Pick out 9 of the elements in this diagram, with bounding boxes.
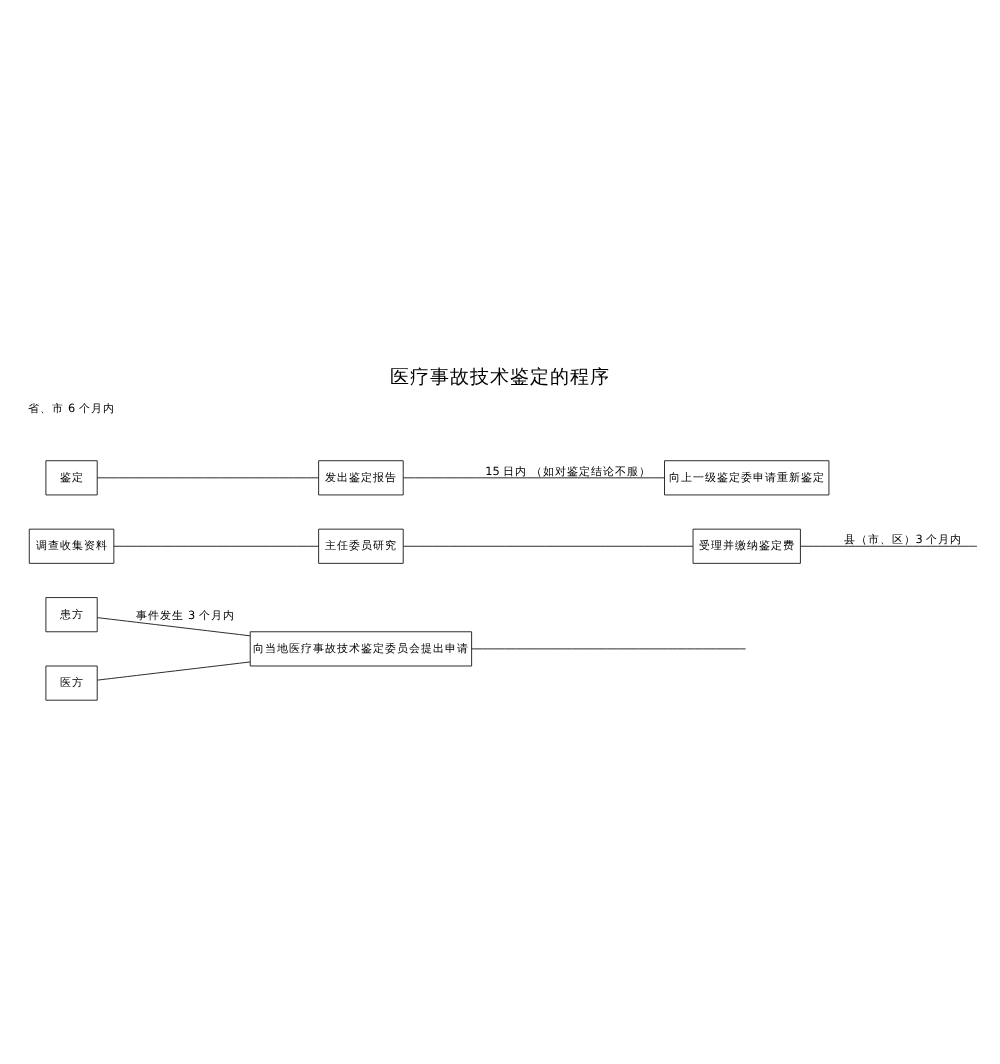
connector	[402, 545, 694, 547]
diagram-title: 医疗事故技术鉴定的程序	[390, 366, 610, 389]
connector	[96, 477, 319, 479]
connector	[402, 477, 665, 479]
connector	[96, 617, 251, 637]
connector	[113, 545, 319, 547]
connector	[471, 648, 747, 650]
connector	[800, 545, 978, 547]
connector	[96, 661, 251, 681]
